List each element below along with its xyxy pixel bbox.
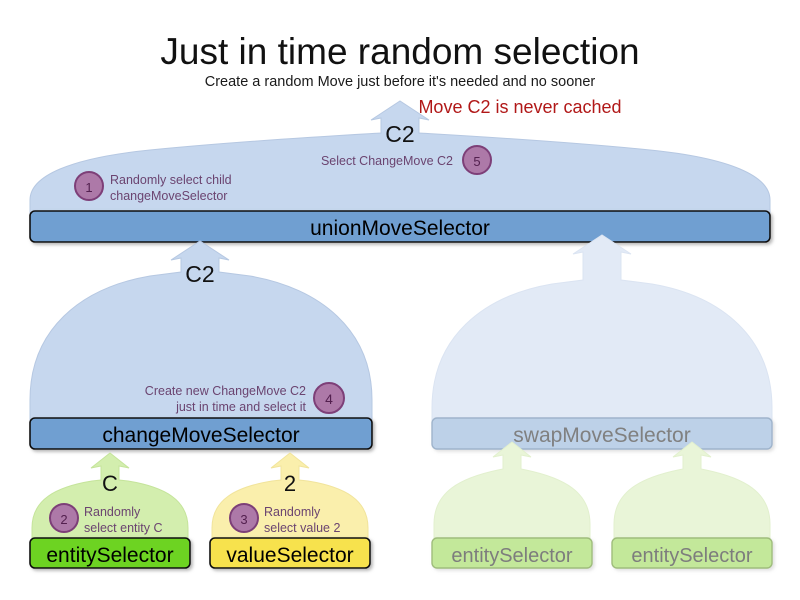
page-title: Just in time random selection: [160, 31, 640, 72]
step-5-line-1: Select ChangeMove C2: [320, 154, 453, 168]
balloon-swap-entity-left-shape: [433, 441, 591, 541]
step-1-text: Randomly select child changeMoveSelector: [110, 173, 232, 204]
step-1-number: 1: [85, 180, 93, 195]
value-selector-change-label[interactable]: valueSelector: [226, 544, 354, 567]
entity-selector-swap-right-label[interactable]: entitySelector: [631, 545, 753, 567]
balloon-union-shape: [29, 100, 771, 214]
step-2-line-2: select entity C: [84, 520, 163, 535]
balloon-entity-value: C: [102, 471, 118, 496]
balloon-change-value: C2: [185, 261, 215, 287]
step-2-text: Randomly select entity C: [84, 505, 163, 536]
step-4-number: 4: [325, 391, 333, 407]
step-2-line-1: Randomly: [84, 505, 141, 519]
balloon-change-shape: [29, 240, 373, 421]
swap-move-selector-bar: [431, 417, 773, 450]
step-3-number: 3: [240, 512, 248, 527]
step-1-line-2: changeMoveSelector: [110, 188, 228, 203]
step-badge-5-circle: [462, 145, 492, 175]
step-3-line-2: select value 2: [264, 520, 341, 535]
balloon-swap-shape: [431, 234, 773, 429]
step-badge-3-circle: [229, 503, 259, 533]
entity-selector-change-bar: [29, 537, 191, 569]
step-4-text: Create new ChangeMove C2 just in time an…: [86, 384, 306, 415]
step-4-line-2: just in time and select it: [176, 399, 306, 414]
step-4-line-1: Create new ChangeMove C2: [144, 384, 306, 398]
value-selector-change-bar: [209, 537, 371, 569]
swap-move-selector-label[interactable]: swapMoveSelector: [513, 424, 691, 447]
step-1-line-1: Randomly select child: [110, 173, 232, 187]
union-move-selector-bar: [29, 210, 771, 243]
step-badge-4-circle: [313, 382, 345, 414]
step-3-line-1: Randomly: [264, 505, 321, 519]
balloon-union-value: C2: [385, 121, 415, 147]
step-3-text: Randomly select value 2: [264, 505, 340, 536]
page-subtitle: Create a random Move just before it's ne…: [204, 74, 596, 90]
step-badge-1-circle: [74, 171, 104, 201]
change-move-selector-label[interactable]: changeMoveSelector: [102, 424, 300, 447]
entity-selector-swap-left-label[interactable]: entitySelector: [451, 545, 573, 567]
step-5-number: 5: [473, 154, 481, 169]
warning-note: Move C2 is never cached: [418, 97, 622, 117]
entity-selector-swap-left-bar: [431, 537, 593, 569]
step-badge-2-circle: [49, 503, 79, 533]
change-move-selector-bar: [29, 417, 373, 450]
step-2-number: 2: [60, 512, 68, 527]
balloon-value-value: 2: [283, 471, 297, 496]
entity-selector-swap-right-bar: [611, 537, 773, 569]
balloon-swap-entity-right-shape: [613, 441, 771, 541]
entity-selector-change-label[interactable]: entitySelector: [46, 544, 174, 567]
union-move-selector-label[interactable]: unionMoveSelector: [310, 217, 490, 240]
step-5-text: Select ChangeMove C2: [253, 154, 453, 170]
